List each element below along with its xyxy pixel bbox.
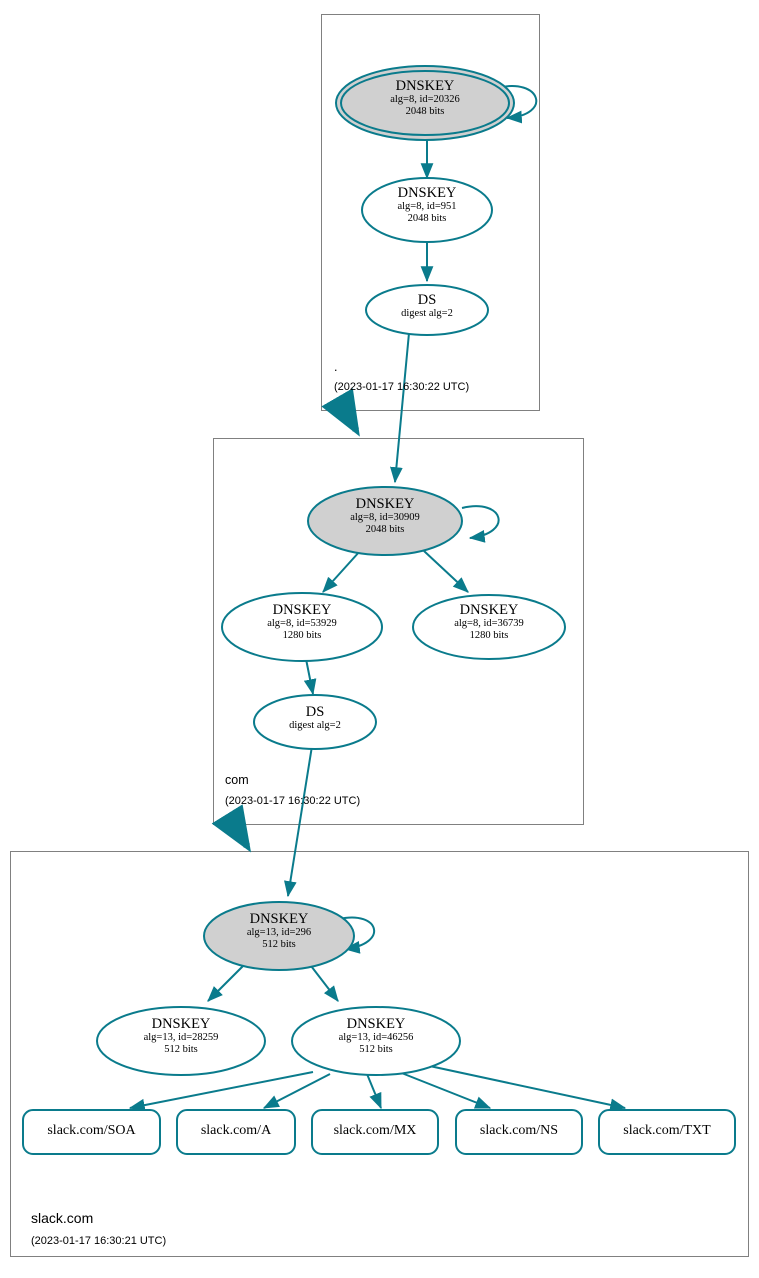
node-root-zsk (361, 177, 493, 243)
zone-label-com: com (225, 773, 249, 787)
node-rr-ns (455, 1109, 583, 1155)
zone-date-slack: (2023-01-17 16:30:21 UTC) (31, 1235, 167, 1247)
node-com-zsk2 (412, 594, 566, 660)
node-com-zsk1 (221, 592, 383, 662)
node-rr-txt (598, 1109, 736, 1155)
node-slack-ksk (203, 901, 355, 971)
zone-date-root: (2023-01-17 16:30:22 UTC) (334, 381, 470, 393)
zone-label-slack: slack.com (31, 1210, 94, 1226)
node-slack-zsk1 (96, 1006, 266, 1076)
node-rr-a (176, 1109, 296, 1155)
zone-label-root: . (334, 360, 338, 374)
node-com-ds (253, 694, 377, 750)
node-rr-soa (22, 1109, 161, 1155)
zone-date-com: (2023-01-17 16:30:22 UTC) (225, 795, 361, 807)
node-slack-zsk2 (291, 1006, 461, 1076)
node-rr-mx (311, 1109, 439, 1155)
node-com-ksk (307, 486, 463, 556)
node-root-ksk-inner (340, 70, 510, 136)
node-root-ds (365, 284, 489, 336)
